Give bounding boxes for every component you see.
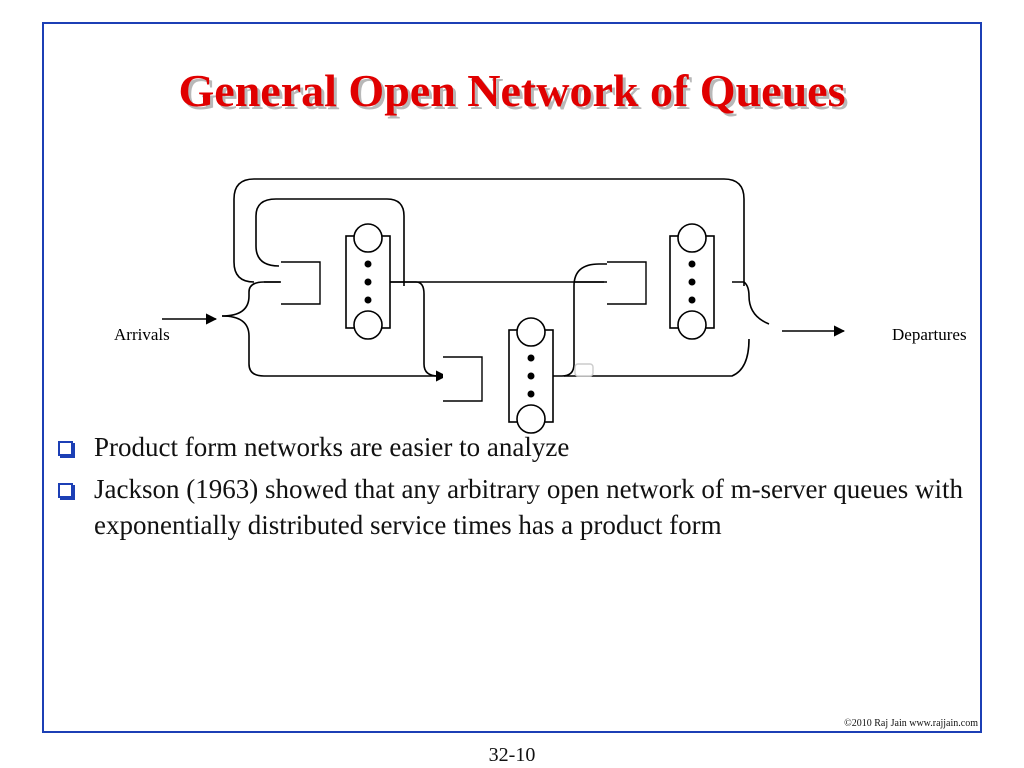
link-q3-out [732, 281, 770, 325]
checkbox-bullet-icon [58, 441, 73, 456]
slide-title: General Open Network of Queues [178, 65, 846, 116]
feedback-loop-inner [255, 198, 405, 286]
queue-1-buffer [281, 261, 321, 305]
copyright-text: ©2010 Raj Jain www.rajjain.com [844, 718, 978, 729]
departures-label: Departures [892, 325, 967, 344]
link-q1-out [390, 281, 444, 377]
bullet-item: Product form networks are easier to anal… [54, 429, 974, 465]
checkbox-bullet-icon [58, 483, 73, 498]
bullet-item: Jackson (1963) showed that any arbitrary… [54, 471, 974, 543]
slide-frame: General Open Network of Queues [42, 22, 982, 733]
arrival-split [221, 281, 280, 317]
bullet-list: Product form networks are easier to anal… [54, 429, 974, 549]
queue-network-diagram: Arrivals Departures [114, 178, 967, 434]
bullet-text: Jackson (1963) showed that any arbitrary… [94, 474, 963, 540]
queue-2-buffer [443, 356, 483, 402]
bullet-text: Product form networks are easier to anal… [94, 432, 570, 462]
feedback-loop-outer [233, 178, 745, 286]
slide-number: 32-10 [488, 744, 536, 766]
queue-3-buffer [607, 261, 647, 305]
arrivals-label: Arrivals [114, 325, 170, 344]
